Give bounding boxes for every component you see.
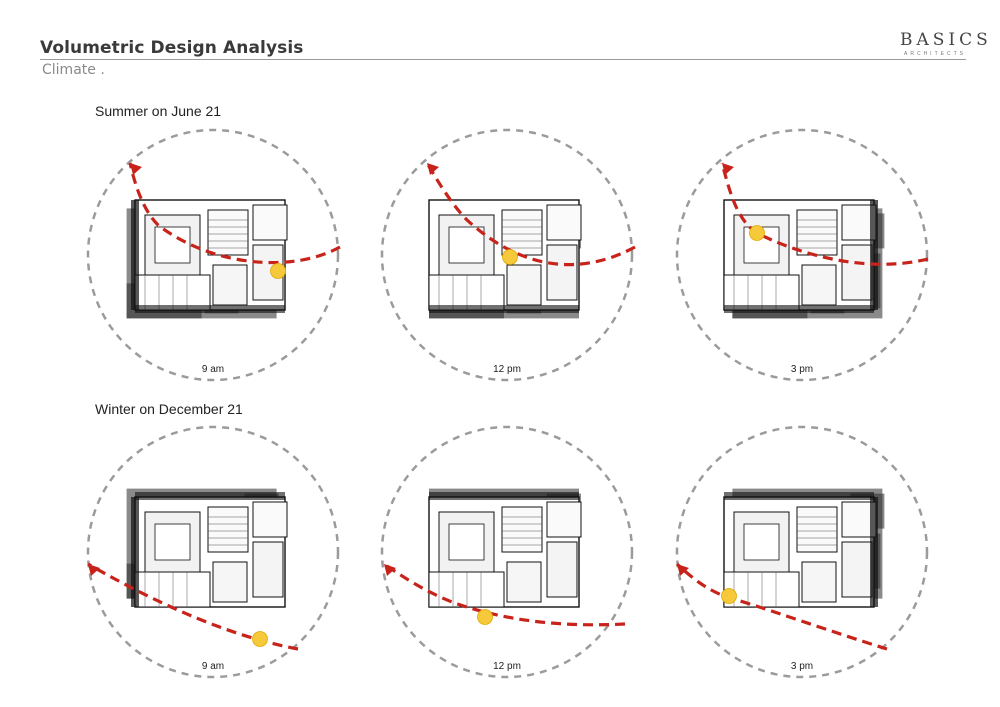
time-label: 9 am [202,364,224,375]
sun-path-arrow-icon [384,564,396,576]
time-label: 12 pm [493,364,521,375]
title-divider [40,59,966,60]
summer-row-title: Summer on June 21 [95,103,222,119]
sun-study-panel: 9 am [86,425,340,679]
sun-path [128,162,341,265]
sun-study-panel: 12 pm [380,128,636,382]
sun-study-panel: 12 pm [380,425,634,679]
sun-dial-circle [380,128,634,382]
logo-subtext: ARCHITECTS [904,51,966,57]
sun-dial-circle [86,128,340,382]
sun-path-arrow-icon [427,163,439,175]
sun-dial-circle [380,425,634,679]
building-plan [428,488,582,608]
time-label: 12 pm [493,661,521,672]
sun-icon [270,263,286,279]
sun-icon [477,609,493,625]
sun-icon [749,225,765,241]
time-label: 9 am [202,661,224,672]
sun-study-panel: 9 am [86,128,341,382]
sun-icon [721,588,737,604]
building-plan [723,199,885,319]
sun-dial-circle [86,425,340,679]
sun-path-arrow-icon [677,564,689,576]
sun-path [425,162,636,267]
sun-path [87,562,299,651]
brand-logo: BASICS ARCHITECTS [900,30,992,57]
sun-dial-circle [675,128,929,382]
sun-study-panel: 3 pm [675,425,929,679]
sun-path-arrow-icon [722,163,734,175]
sun-dial-circle [675,425,929,679]
sun-path-arrow-icon [130,163,142,175]
time-label: 3 pm [791,661,813,672]
building-plan [723,488,885,608]
page-title: Volumetric Design Analysis [40,38,304,58]
sun-study-panel: 3 pm [675,128,929,382]
building-plan [126,199,288,319]
sun-path [383,562,626,627]
sun-path-arrow-icon [88,564,100,576]
sun-icon [502,249,518,265]
building-plan [126,488,288,608]
sun-icon [252,631,268,647]
page-subtitle: Climate . [42,62,105,78]
logo-wordmark: BASICS [900,30,992,50]
time-label: 3 pm [791,364,813,375]
winter-row-title: Winter on December 21 [95,401,243,417]
sun-path [720,162,929,266]
